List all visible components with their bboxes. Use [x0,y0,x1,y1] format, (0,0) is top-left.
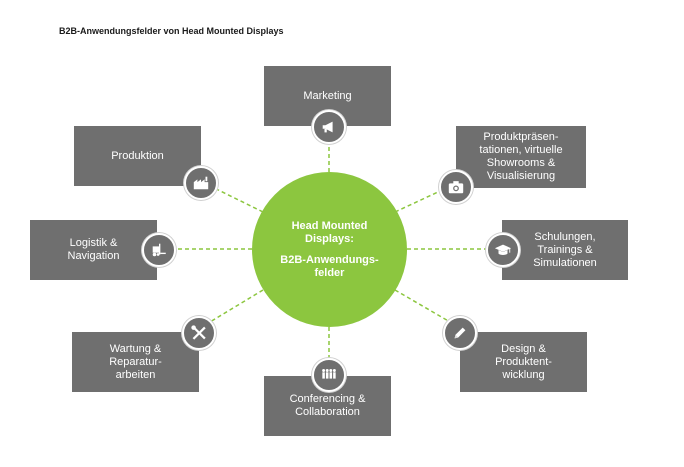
node-logistik: Logistik & Navigation [30,220,157,280]
node-label: Schulungen, Trainings & Simulationen [533,230,597,269]
node-label: Wartung & Reparatur- arbeiten [109,342,162,381]
people-group-icon [312,358,346,392]
node-wartung: Wartung & Reparatur- arbeiten [72,332,199,392]
node-label: Logistik & Navigation [67,237,120,262]
camera-icon [439,170,473,204]
node-produktion: Produktion [74,126,201,186]
center-heading: Head Mounted Displays: [291,219,368,245]
center-subheading: B2B-Anwendungs- felder [280,253,379,279]
diagram-title: B2B-Anwendungsfelder von Head Mounted Di… [59,26,284,36]
forklift-icon [142,233,176,267]
factory-icon [184,166,218,200]
center-circle: Head Mounted Displays: B2B-Anwendungs- f… [252,172,407,327]
pencil-icon [443,316,477,350]
node-design: Design & Produktent- wicklung [460,332,587,392]
graduation-cap-icon [486,233,520,267]
node-label: Marketing [303,89,352,102]
tools-icon [182,316,216,350]
node-schulungen: Schulungen, Trainings & Simulationen [502,220,628,280]
node-label: Conferencing & Collaboration [289,393,366,418]
megaphone-icon [312,110,346,144]
node-label: Produktion [111,149,164,162]
node-label: Produktpräsen- tationen, virtuelle Showr… [479,131,563,182]
node-produktpraesentationen: Produktpräsen- tationen, virtuelle Showr… [456,126,586,188]
node-label: Design & Produktent- wicklung [495,342,552,381]
